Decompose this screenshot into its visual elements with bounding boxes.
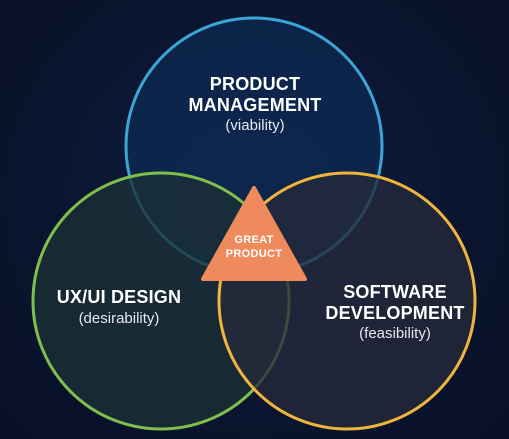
product-management-subtitle: (viability) (225, 117, 285, 135)
ux-ui-design-title: UX/UI DESIGN (56, 287, 182, 307)
great-product-triangle (201, 186, 307, 281)
software-development-title-line-2: DEVELOPMENT (325, 302, 465, 323)
product-management-title-line-1: PRODUCT (209, 74, 301, 94)
software-development-title-line-1: SOFTWARE (343, 282, 447, 302)
great-product-label: GREAT PRODUCT (204, 234, 304, 262)
software-development-label: SOFTWARE DEVELOPMENT (feasibility) (300, 282, 490, 343)
product-management-title-line-2: MANAGEMENT (188, 94, 322, 115)
great-product-line-1: GREAT (234, 234, 274, 246)
ux-ui-design-subtitle: (desirability) (78, 309, 160, 327)
software-development-subtitle: (feasibility) (359, 325, 431, 343)
product-management-label: PRODUCT MANAGEMENT (viability) (130, 74, 380, 135)
great-product-line-2: PRODUCT (225, 247, 283, 260)
ux-ui-design-label: UX/UI DESIGN (desirability) (24, 287, 214, 327)
